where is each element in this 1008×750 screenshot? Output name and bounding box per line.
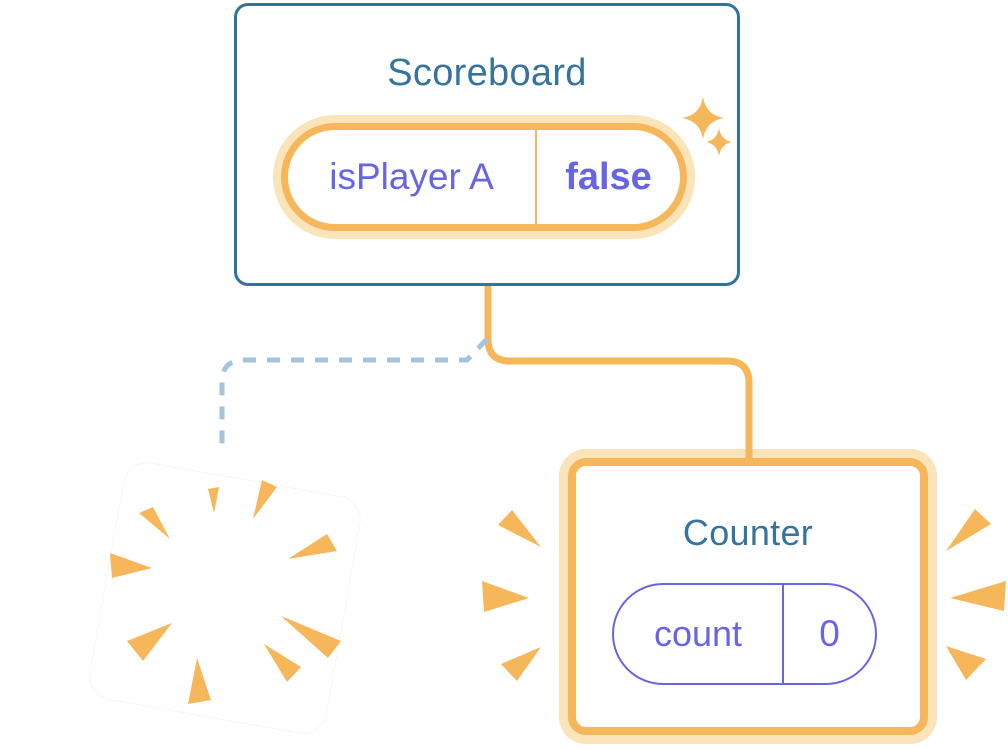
state-value: 0 xyxy=(819,613,840,654)
pill-divider xyxy=(535,130,537,224)
emphasis-rays-right-icon xyxy=(946,509,1006,680)
scoreboard-state-pill: isPlayer A false xyxy=(281,123,687,231)
scoreboard-title: Scoreboard xyxy=(387,52,587,94)
emphasis-rays-left-icon xyxy=(482,510,541,681)
counter-title: Counter xyxy=(682,512,814,553)
scoreboard-card: Scoreboard isPlayer A false xyxy=(234,3,740,286)
connector-dashed-line xyxy=(219,337,489,452)
poof-card xyxy=(89,462,361,734)
counter-card: Counter count 0 xyxy=(568,458,928,735)
pill-divider xyxy=(782,585,784,683)
connector-solid-line xyxy=(484,286,753,461)
poof-burst-icon xyxy=(110,480,341,704)
state-label: count xyxy=(653,613,743,654)
state-value: false xyxy=(565,155,652,198)
counter-state-pill: count 0 xyxy=(612,583,877,685)
state-label: isPlayer A xyxy=(329,156,494,197)
